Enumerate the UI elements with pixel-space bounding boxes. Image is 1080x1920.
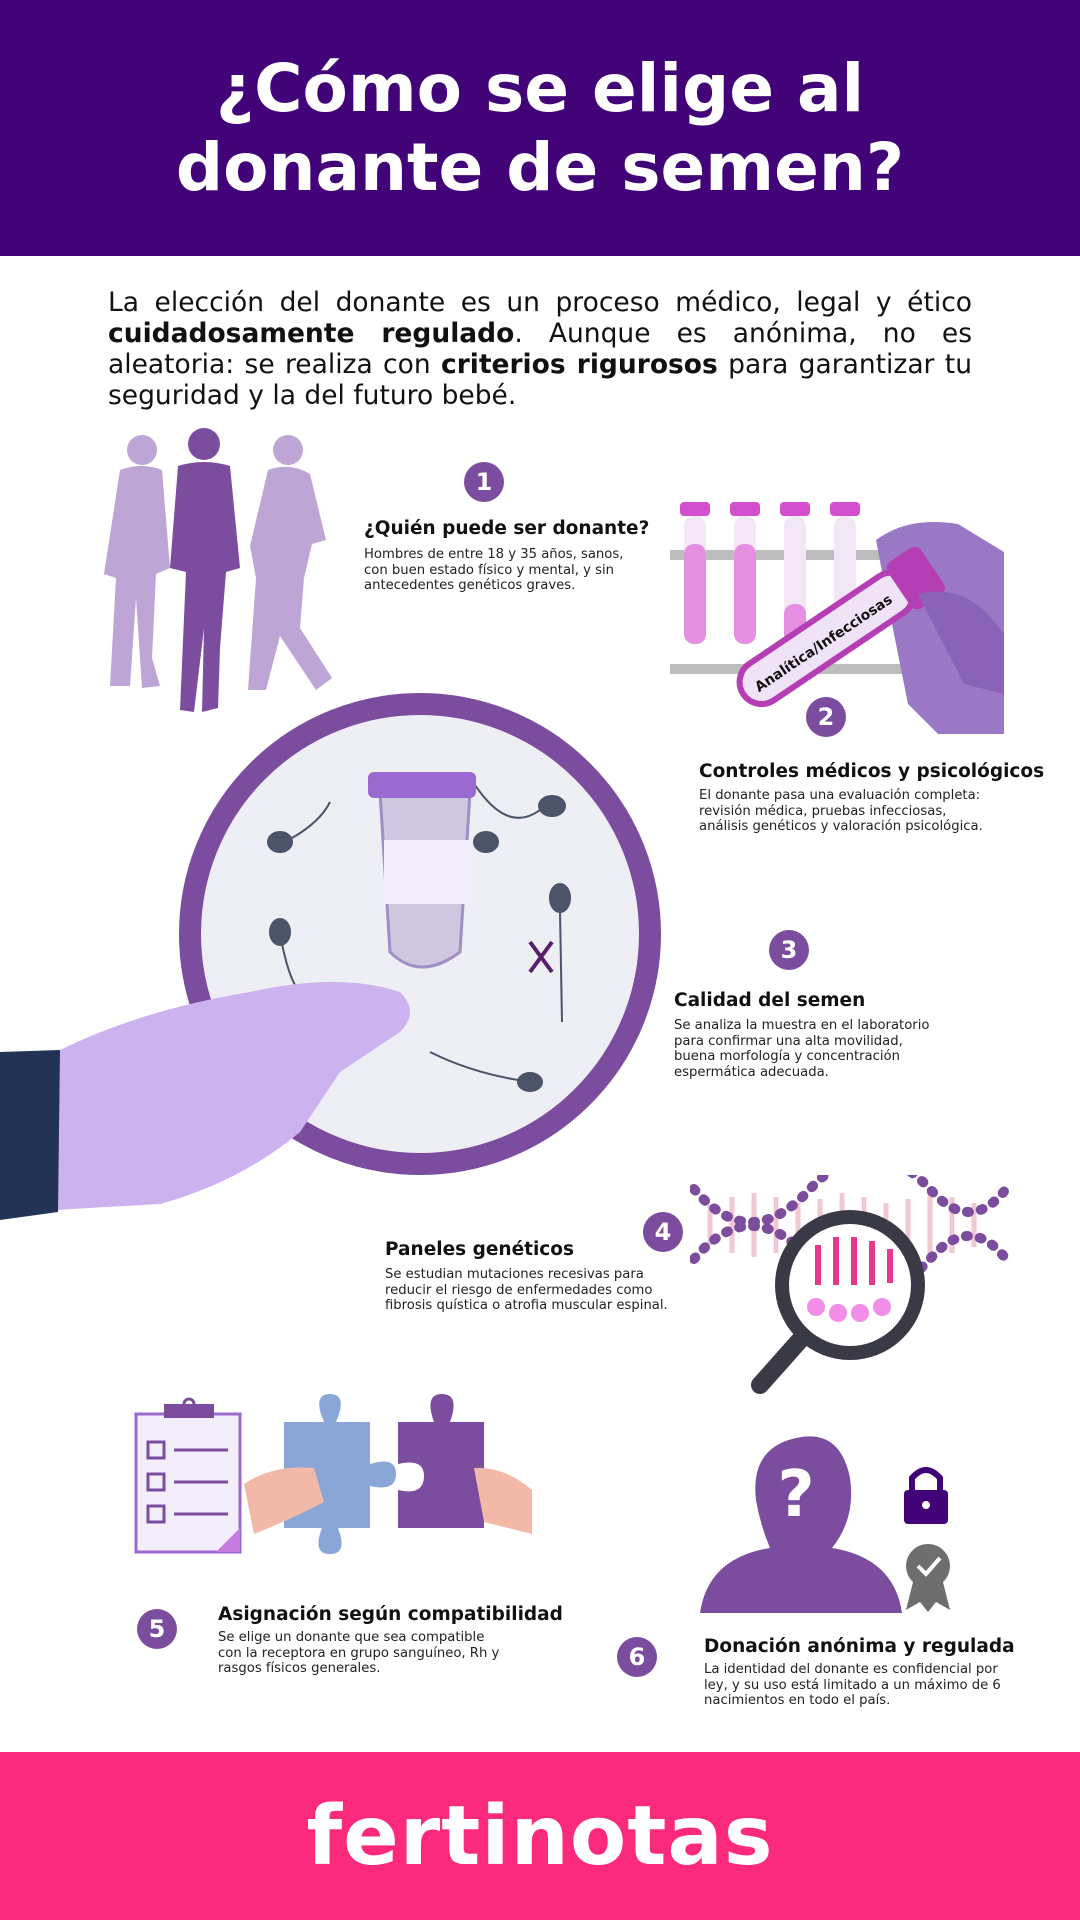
tube-label: Analítica/Infecciosas xyxy=(752,592,895,696)
step-2-title: Controles médicos y psicológicos xyxy=(699,761,1045,782)
header: ¿Cómo se elige al donante de semen? xyxy=(0,0,1080,256)
intro-bold-2: criterios rigurosos xyxy=(440,349,718,380)
step-3-badge: 3 xyxy=(769,930,809,970)
step-4-badge: 4 xyxy=(643,1212,683,1252)
intro-bold-1: cuidadosamente regulado xyxy=(108,318,515,349)
checklist-puzzle-icon xyxy=(134,1394,532,1554)
dna-magnifier-icon xyxy=(690,1175,1010,1394)
page-title: ¿Cómo se elige al donante de semen? xyxy=(175,50,905,206)
step-3-title: Calidad del semen xyxy=(674,990,866,1011)
intro-text-3: para garantizar tu seguridad y la del fu… xyxy=(108,349,972,411)
step-6-title: Donación anónima y regulada xyxy=(704,1636,1015,1657)
brand-logo: fertinotas xyxy=(306,1788,774,1884)
step-5-badge: 5 xyxy=(137,1609,177,1649)
test-tubes-icon: Analítica/Infecciosas xyxy=(670,502,1004,734)
step-4-description: Se estudian mutaciones recesivas para re… xyxy=(385,1267,668,1314)
step-6-description: La identidad del donante es confidencial… xyxy=(704,1662,1001,1709)
step-2-description: El donante pasa una evaluación completa:… xyxy=(699,788,983,835)
step-1-title: ¿Quién puede ser donante? xyxy=(364,518,650,539)
step-5-title: Asignación según compatibilidad xyxy=(218,1604,563,1625)
step-4-title: Paneles genéticos xyxy=(385,1239,574,1260)
men-silhouettes-icon xyxy=(104,428,332,712)
step-5-description: Se elige un donante que sea compatible c… xyxy=(218,1630,500,1677)
footer: fertinotas xyxy=(0,1752,1080,1920)
sample-cup-icon xyxy=(0,693,661,1220)
step-6-badge: 6 xyxy=(617,1637,657,1677)
intro-paragraph: La elección del donante es un proceso mé… xyxy=(108,287,972,411)
step-2-badge: 2 xyxy=(806,697,846,737)
anonymous-donor-icon: ? xyxy=(700,1436,950,1613)
svg-text:?: ? xyxy=(777,1458,814,1532)
intro-text-2: . Aunque es anónima, no es aleatoria: se… xyxy=(108,318,972,380)
step-3-description: Se analiza la muestra en el laboratorio … xyxy=(674,1018,930,1080)
intro-text-1: La elección del donante es un proceso mé… xyxy=(108,287,972,318)
step-1-badge: 1 xyxy=(464,462,504,502)
step-1-description: Hombres de entre 18 y 35 años, sanos, co… xyxy=(364,547,624,594)
